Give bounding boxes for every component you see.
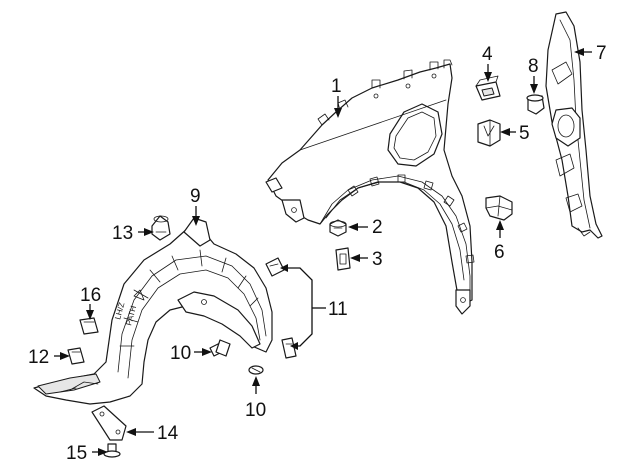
retainer-12 xyxy=(67,347,85,365)
callout-7: 7 xyxy=(596,43,607,64)
callout-4: 4 xyxy=(482,44,493,65)
clip-13 xyxy=(151,215,171,241)
push-rivet-10-upper xyxy=(209,339,231,357)
clip-3 xyxy=(335,247,351,271)
callout-16: 16 xyxy=(80,285,101,306)
clip-11-upper xyxy=(265,257,285,277)
fender-liner: LH/Z PATH xyxy=(33,217,273,405)
bracket-6 xyxy=(485,195,513,221)
push-rivet-10-lower xyxy=(248,365,264,375)
callout-labels: 1 2 3 4 5 6 7 8 9 10 10 11 12 13 14 15 1… xyxy=(28,43,607,464)
callout-12: 12 xyxy=(28,347,49,368)
push-pin-8 xyxy=(526,94,545,115)
callout-10-lower: 10 xyxy=(245,400,266,421)
fender-bracket xyxy=(545,11,603,239)
callout-14: 14 xyxy=(157,423,179,444)
callout-5: 5 xyxy=(519,123,530,144)
callout-3: 3 xyxy=(372,249,383,270)
callout-9: 9 xyxy=(190,186,201,207)
leader-lines xyxy=(54,48,592,456)
callout-11: 11 xyxy=(328,299,348,320)
callout-8: 8 xyxy=(528,56,539,77)
callout-2: 2 xyxy=(372,217,383,238)
callout-1: 1 xyxy=(331,76,342,97)
retainer-5 xyxy=(477,119,501,147)
bracket-14 xyxy=(91,405,127,441)
callout-10-upper: 10 xyxy=(170,343,191,364)
bolt-2 xyxy=(329,219,347,237)
callout-6: 6 xyxy=(494,242,505,263)
callout-15: 15 xyxy=(66,443,87,464)
clip-11-lower xyxy=(281,337,297,359)
callout-13: 13 xyxy=(112,223,133,244)
clip-16 xyxy=(79,317,99,335)
screw-15 xyxy=(103,443,121,458)
fender-panel xyxy=(265,59,475,315)
liner-marking-line1: LH/Z xyxy=(113,301,126,320)
